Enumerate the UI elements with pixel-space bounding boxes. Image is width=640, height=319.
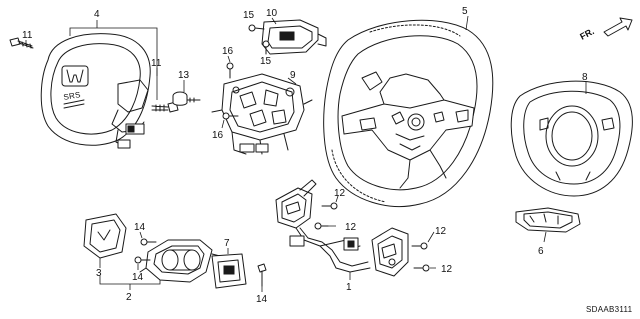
plate-7 xyxy=(211,248,247,289)
callout-11-left: 11 xyxy=(22,30,33,41)
bolt-11-left xyxy=(9,37,34,49)
screw-15-mid xyxy=(262,40,270,55)
callout-1: 1 xyxy=(346,282,352,293)
front-direction-label: FR. xyxy=(578,26,595,42)
callout-9: 9 xyxy=(290,70,296,81)
lower-cover-6 xyxy=(515,207,581,243)
callout-12-a: 12 xyxy=(334,188,346,199)
diagram-code: SDAAB3111 xyxy=(586,305,633,314)
horn-switch-2 xyxy=(99,239,221,290)
callout-3: 3 xyxy=(96,268,102,279)
airbag-module: SRS xyxy=(40,33,151,149)
callout-15-mid: 15 xyxy=(260,56,272,67)
screw-15-top xyxy=(248,24,265,32)
callout-14-b: 14 xyxy=(132,272,144,283)
callout-7: 7 xyxy=(224,238,230,249)
rear-cover-8 xyxy=(510,80,633,197)
svg-text:SRS: SRS xyxy=(63,90,82,102)
bracket-10 xyxy=(261,17,327,55)
steering-wheel-5 xyxy=(323,15,494,207)
front-direction-arrow-icon xyxy=(603,17,633,37)
callout-12-c: 12 xyxy=(435,226,447,237)
callout-13: 13 xyxy=(178,70,190,81)
callout-10: 10 xyxy=(266,8,278,19)
cap-13 xyxy=(172,80,201,106)
callout-8: 8 xyxy=(582,72,588,83)
screw-12-d xyxy=(413,264,430,272)
cruise-switch-1 xyxy=(275,179,409,280)
callout-16-top: 16 xyxy=(222,46,234,57)
screw-14-c xyxy=(257,263,267,292)
callout-2: 2 xyxy=(126,292,132,303)
screw-16-bottom xyxy=(221,112,239,129)
horn-plate-3 xyxy=(83,213,127,268)
callout-5: 5 xyxy=(462,6,468,17)
screw-12-a xyxy=(321,202,338,210)
screw-14-a xyxy=(139,231,157,246)
callout-12-b: 12 xyxy=(345,222,357,233)
callout-6: 6 xyxy=(538,246,544,257)
callout-12-d: 12 xyxy=(441,264,453,275)
callout-14-a: 14 xyxy=(134,222,146,233)
callout-4: 4 xyxy=(94,9,100,20)
callout-14-c: 14 xyxy=(256,294,268,305)
screw-14-b xyxy=(134,256,151,270)
screw-12-c xyxy=(411,242,428,250)
callout-15-top: 15 xyxy=(243,10,255,21)
callout-11-right: 11 xyxy=(151,58,162,69)
screw-16-top xyxy=(226,55,234,79)
callout-16-bottom: 16 xyxy=(212,130,224,141)
